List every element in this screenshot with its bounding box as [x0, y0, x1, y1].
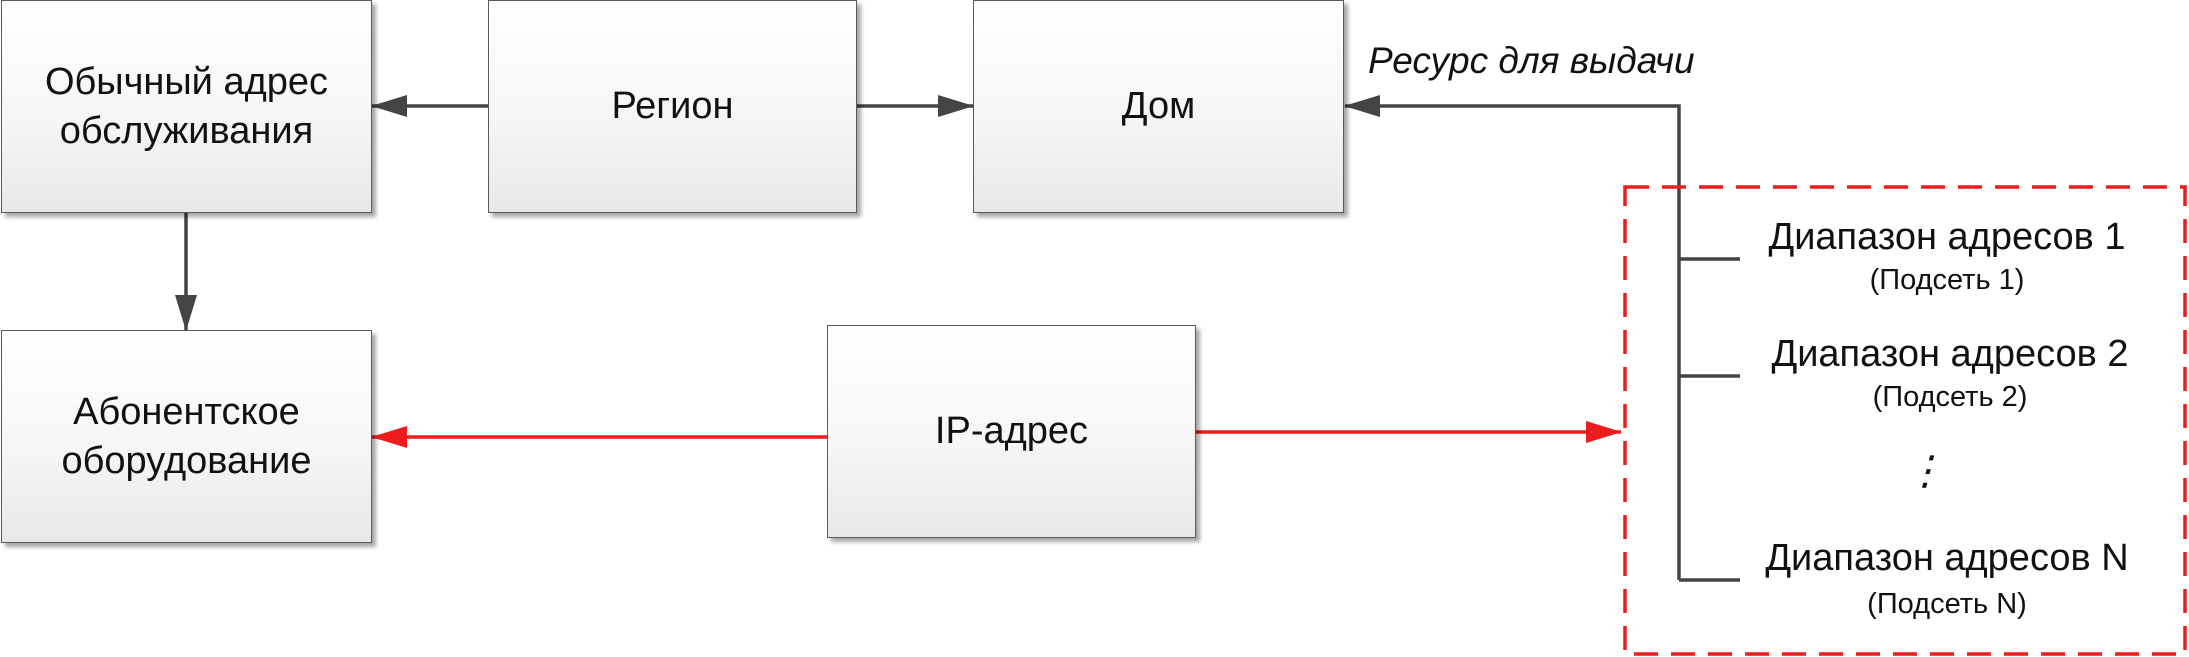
service-address-box: Обычный адрес обслуживания [1, 0, 372, 213]
subscriber-equipment-label: Абонентское оборудование [61, 390, 312, 482]
range-1-subnet: (Подсеть 1) [1869, 264, 2025, 296]
range-1-label: Диапазон адресов 1 [1768, 216, 2126, 258]
ellipsis-more-ranges: ⋮ [1905, 449, 1945, 493]
region-label: Регион [611, 85, 734, 127]
range-n-label: Диапазон адресов N [1765, 537, 2129, 579]
ip-address-box: IP-адрес [827, 325, 1196, 538]
range-2-subnet: (Подсеть 2) [1872, 381, 2028, 413]
subscriber-equipment-box: Абонентское оборудование [1, 330, 372, 543]
house-box: Дом [973, 0, 1344, 213]
house-label: Дом [1121, 85, 1196, 127]
address-ranges-group [1623, 185, 2187, 656]
resource-label: Ресурс для выдачи [1368, 40, 1695, 81]
region-box: Регион [488, 0, 857, 213]
range-2-label: Диапазон адресов 2 [1771, 333, 2129, 375]
arrow-resource-to-house [1344, 95, 1681, 580]
ip-address-label: IP-адрес [934, 410, 1089, 452]
service-address-label: Обычный адрес обслуживания [44, 60, 329, 152]
range-n-subnet: (Подсеть N) [1867, 588, 2027, 620]
